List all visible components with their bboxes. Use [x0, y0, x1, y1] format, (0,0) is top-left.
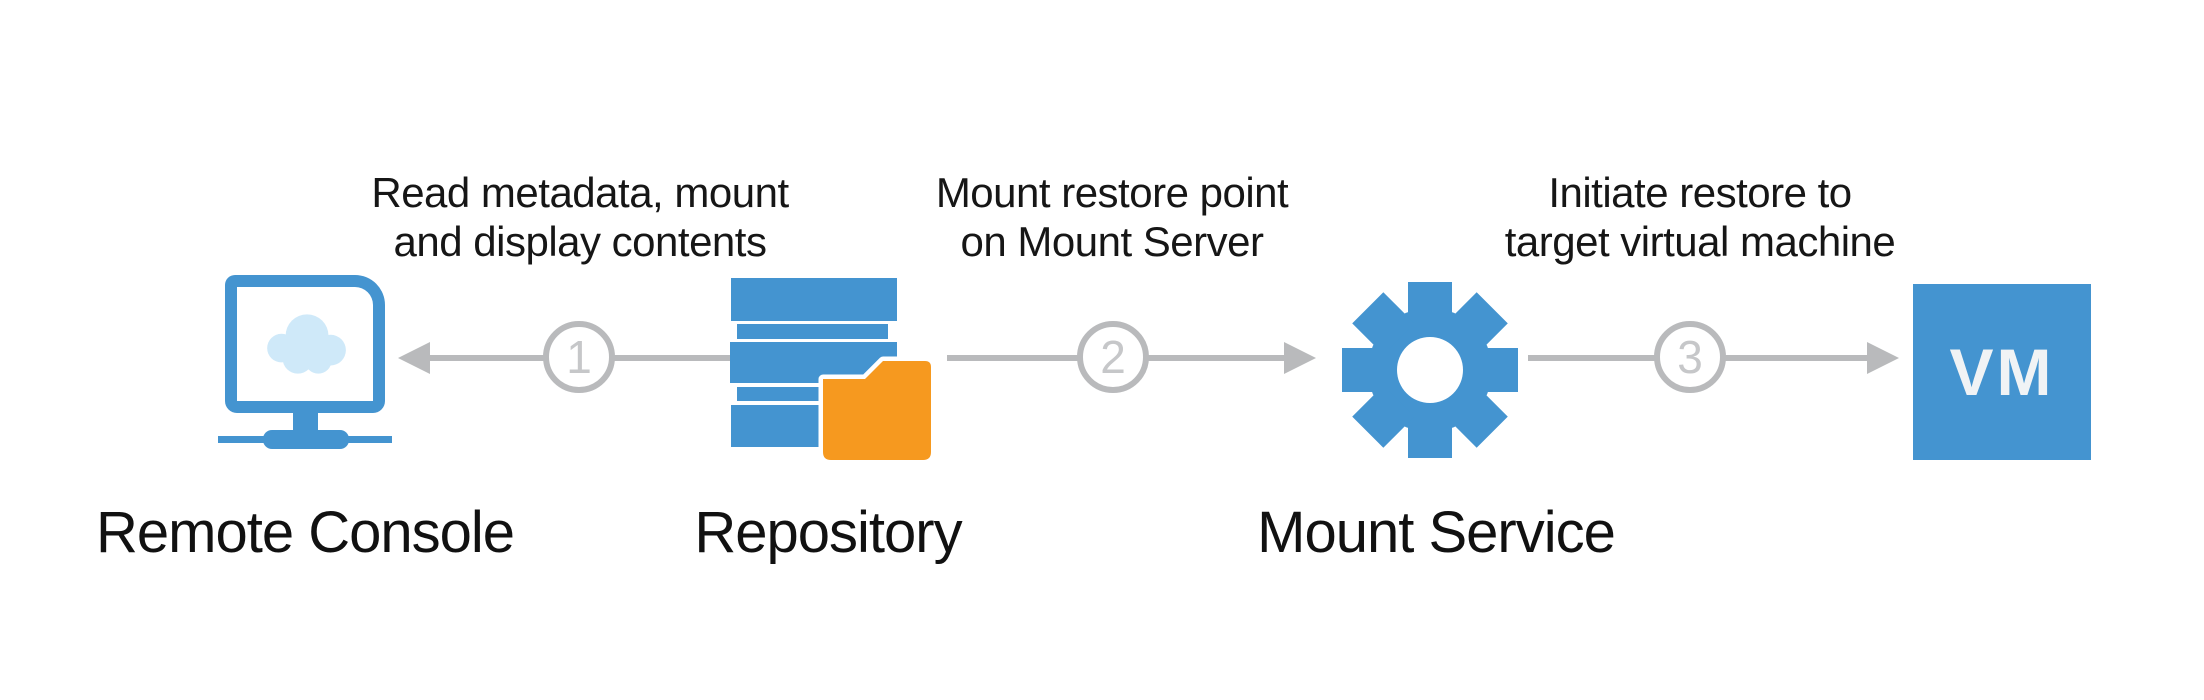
- step1-number-badge: 1: [543, 321, 615, 393]
- monitor-stand: [293, 412, 318, 433]
- step1-caption-line2: and display contents: [393, 218, 767, 265]
- step2-caption-line1: Mount restore point: [935, 169, 1289, 216]
- step2-number-badge: 2: [1077, 321, 1149, 393]
- arrow1-line-right-segment: [614, 355, 731, 361]
- storage-stack-row: [737, 324, 888, 339]
- step1-caption-line1: Read metadata, mount: [371, 169, 789, 216]
- arrow3-line-left-segment: [1528, 355, 1655, 361]
- arrow3-line-right-segment: [1725, 355, 1868, 361]
- step3-caption-line2: target virtual machine: [1504, 218, 1896, 265]
- step3-number: 3: [1677, 331, 1703, 383]
- arrow1-line-left-segment: [429, 355, 545, 361]
- step1-number: 1: [566, 331, 592, 383]
- arrow2-head-right-icon: [1284, 342, 1316, 374]
- remote-console-label: Remote Console: [96, 500, 515, 565]
- arrow2-line-right-segment: [1148, 355, 1285, 361]
- step3-caption-line1: Initiate restore to: [1548, 169, 1852, 216]
- gear-icon: [1342, 282, 1518, 458]
- vm-box-text: VM: [1949, 335, 2055, 409]
- cloud-icon: [267, 314, 346, 374]
- arrow1-head-left-icon: [398, 342, 430, 374]
- repository-label: Repository: [694, 500, 962, 565]
- step3-number-badge: 3: [1654, 321, 1726, 393]
- folder-icon: [818, 356, 936, 465]
- step3-caption: Initiate restore to target virtual machi…: [1420, 168, 1980, 266]
- mount-service-label: Mount Service: [1257, 500, 1616, 565]
- vm-box-icon: VM: [1913, 284, 2091, 460]
- step1-caption: Read metadata, mount and display content…: [300, 168, 860, 266]
- step2-caption: Mount restore point on Mount Server: [832, 168, 1392, 266]
- step2-number: 2: [1100, 331, 1126, 383]
- arrow3-head-right-icon: [1867, 342, 1899, 374]
- monitor-base: [263, 430, 349, 449]
- storage-stack-row: [731, 278, 897, 321]
- monitor-cloud-icon: [225, 275, 385, 413]
- arrow2-line-left-segment: [947, 355, 1078, 361]
- step2-caption-line2: on Mount Server: [960, 218, 1265, 265]
